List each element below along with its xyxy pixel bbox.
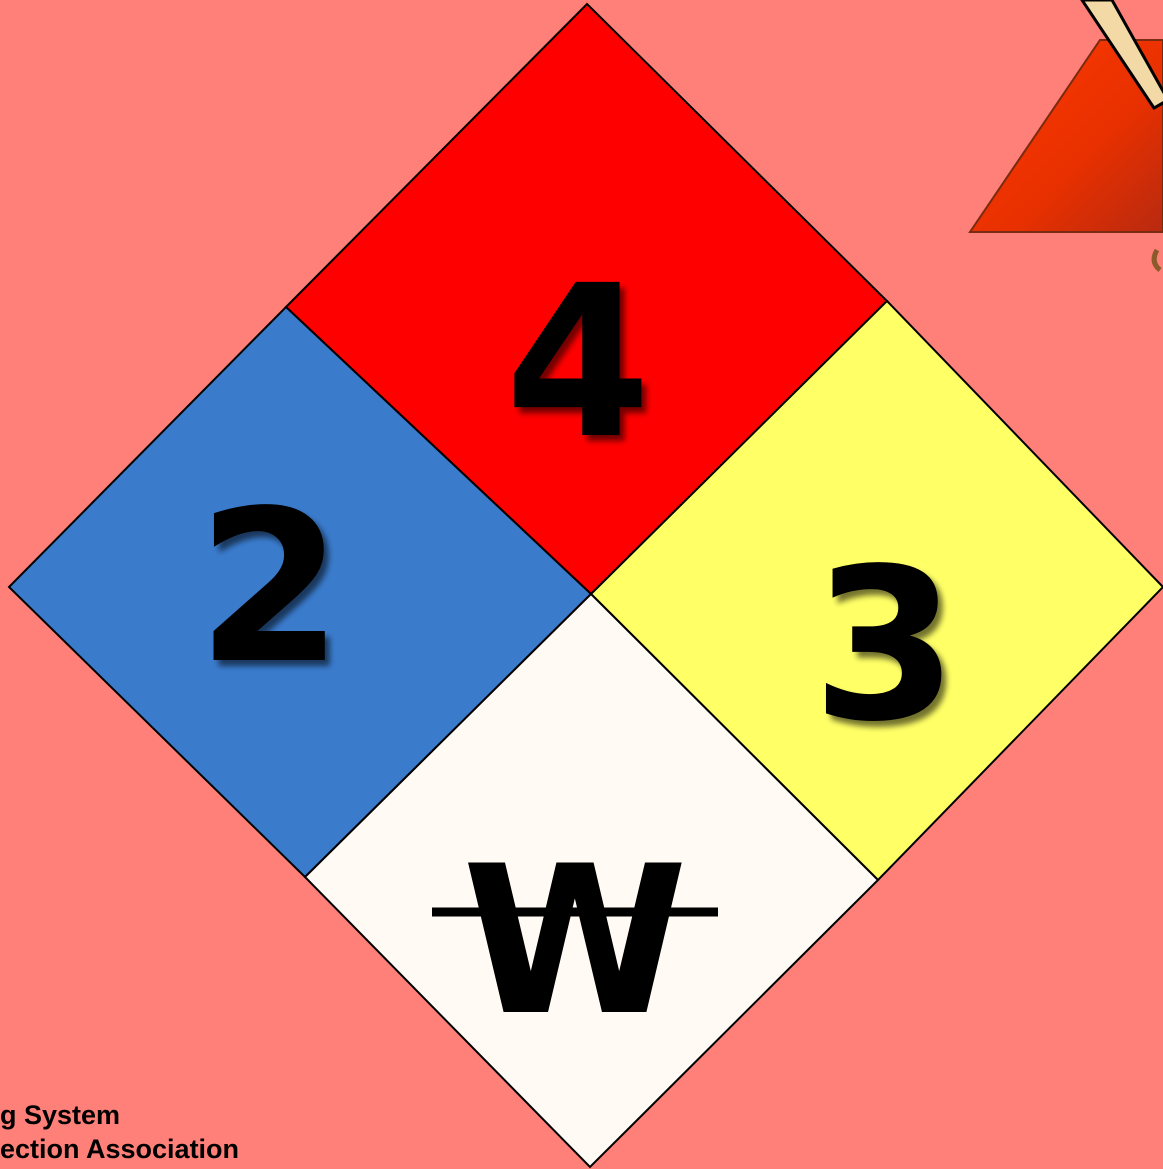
caption-line-2: ection Association [0, 1133, 239, 1165]
health-rating: 2 [197, 465, 343, 710]
flag-clipart-icon [970, 0, 1163, 270]
flammability-rating: 4 [505, 240, 651, 485]
instability-rating: 3 [812, 523, 958, 768]
special-hazard-symbol: W [462, 823, 688, 1061]
caption-line-1: g System [0, 1099, 120, 1131]
